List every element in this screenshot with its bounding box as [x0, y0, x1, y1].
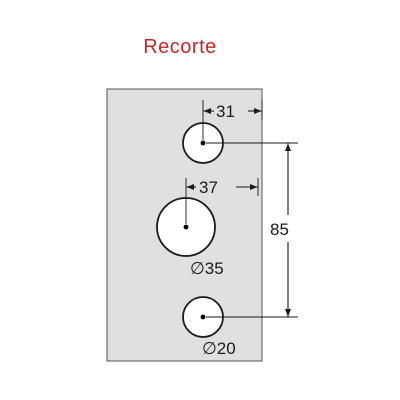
top-hole-center [200, 140, 206, 146]
middle-hole-center [183, 224, 189, 230]
drawing-title: Recorte [143, 36, 217, 58]
dim-31-label: 31 [216, 102, 235, 121]
bottom-hole-center [200, 314, 206, 320]
large-hole-diameter-label: ∅35 [190, 259, 224, 278]
small-hole-diameter-label: ∅20 [202, 339, 236, 358]
dim-37-label: 37 [199, 178, 218, 197]
dim-85-label: 85 [270, 220, 289, 239]
